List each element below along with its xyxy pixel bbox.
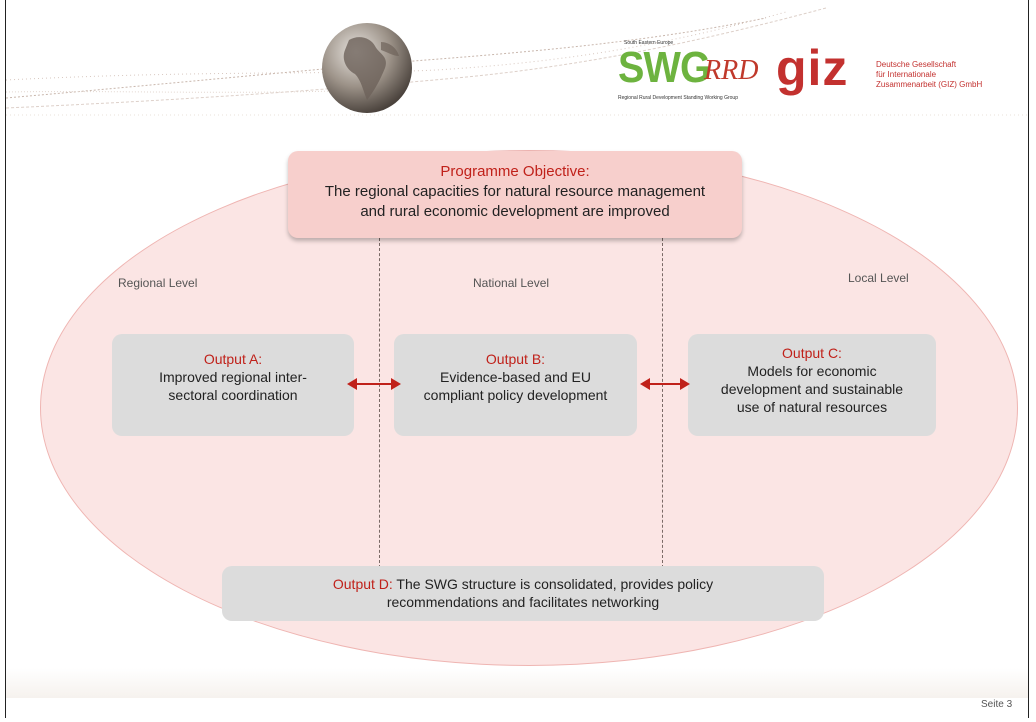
objective-label: Programme Objective: bbox=[440, 163, 590, 180]
output-b-label: Output B: bbox=[485, 351, 546, 367]
output-d-text: The SWG structure is consolidated, provi… bbox=[392, 576, 714, 592]
double-arrow-icon bbox=[347, 378, 401, 390]
swg-logo-bottom-text: Regional Rural Development Standing Work… bbox=[618, 95, 738, 101]
giz-logo-text: Deutsche Gesellschaft für Internationale… bbox=[876, 60, 996, 90]
giz-logo-line: Deutsche Gesellschaft bbox=[876, 60, 957, 69]
footer-band bbox=[6, 668, 1028, 698]
page-number: Seite 3 bbox=[981, 699, 1013, 710]
output-d-box: Output D: The SWG structure is consolida… bbox=[222, 566, 824, 621]
swg-logo-rrd: RRD bbox=[704, 55, 759, 86]
output-c-text-line: use of natural resources bbox=[736, 399, 888, 415]
national-level-label: National Level bbox=[473, 276, 550, 290]
output-b-text-line: compliant policy development bbox=[423, 387, 608, 403]
output-d-text-line: Output D: The SWG structure is consolida… bbox=[222, 575, 824, 593]
swg-logo-letters: SWG bbox=[618, 43, 711, 92]
output-a-text-line: sectoral coordination bbox=[168, 387, 298, 403]
programme-objective-box: Programme Objective: The regional capaci… bbox=[288, 151, 742, 238]
objective-text-line: and rural economic development are impro… bbox=[360, 203, 670, 220]
divider-line-left bbox=[379, 238, 380, 568]
giz-logo-letters: giz bbox=[776, 40, 849, 96]
local-level-label: Local Level bbox=[848, 271, 909, 285]
swg-rrd-logo: South Eastern Europe SWG RRD Regional Ru… bbox=[618, 40, 768, 101]
output-a-box: Output A: Improved regional inter- secto… bbox=[112, 334, 354, 436]
objective-text-line: The regional capacities for natural reso… bbox=[324, 183, 706, 200]
giz-logo: giz Deutsche Gesellschaft für Internatio… bbox=[776, 40, 996, 102]
globe-icon bbox=[322, 23, 412, 113]
double-arrow-icon bbox=[640, 378, 690, 390]
output-c-box: Output C: Models for economic developmen… bbox=[688, 334, 936, 436]
regional-level-label: Regional Level bbox=[118, 276, 198, 290]
output-a-label: Output A: bbox=[203, 351, 263, 367]
output-b-text-line: Evidence-based and EU bbox=[440, 369, 591, 385]
giz-logo-line: Zusammenarbeit (GIZ) GmbH bbox=[876, 80, 983, 89]
output-c-text-line: Models for economic bbox=[747, 363, 877, 379]
output-b-box: Output B: Evidence-based and EU complian… bbox=[394, 334, 637, 436]
giz-logo-line: für Internationale bbox=[876, 70, 937, 79]
slide: South Eastern Europe SWG RRD Regional Ru… bbox=[5, 0, 1029, 718]
header-decoration bbox=[6, 7, 1028, 116]
swg-logo-top-text: South Eastern Europe bbox=[624, 40, 674, 46]
divider-line-right bbox=[662, 238, 663, 568]
output-d-label: Output D: bbox=[332, 576, 393, 592]
output-c-text-line: development and sustainable bbox=[720, 381, 904, 397]
output-c-label: Output C: bbox=[782, 345, 842, 361]
output-a-text-line: Improved regional inter- bbox=[159, 369, 307, 385]
output-d-text-line: recommendations and facilitates networki… bbox=[386, 594, 660, 610]
